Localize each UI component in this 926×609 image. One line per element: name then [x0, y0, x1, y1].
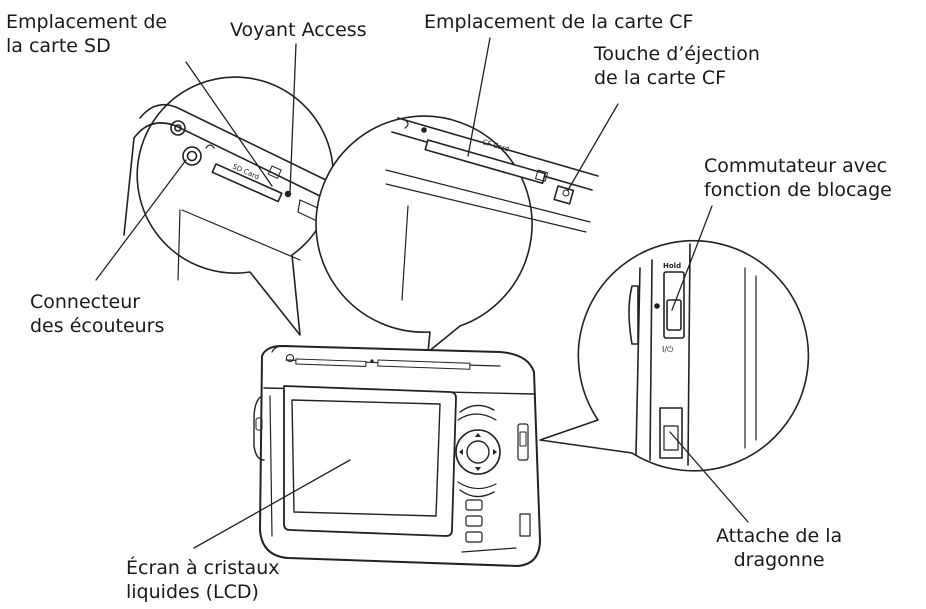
leader-headphone — [95, 159, 187, 281]
label-cf-slot: Emplacement de la carte CF — [424, 11, 694, 33]
hold-mark: Hold — [663, 262, 681, 270]
label-cf-eject-line1: Touche d’éjection — [594, 43, 760, 65]
access-led — [284, 190, 292, 198]
leader-lcd — [193, 459, 351, 549]
leader-lines — [95, 37, 749, 549]
label-strap-line2: dragonne — [733, 549, 825, 571]
power-mark: I/⏻ — [662, 345, 674, 354]
leader-strap — [669, 431, 749, 523]
side-switch — [517, 423, 529, 461]
leader-cf-slot — [467, 37, 491, 157]
headphone-jack — [170, 120, 186, 136]
label-lcd-line2: liquides (LCD) — [126, 581, 259, 603]
zoom-bubble-cf — [315, 115, 599, 353]
label-hold-switch-line2: fonction de blocage — [704, 179, 892, 201]
label-cf-eject-line2: de la carte CF — [594, 67, 727, 89]
label-sd-slot-line2: la carte SD — [6, 35, 111, 57]
label-hold-switch: Commutateur avec fonction de blocage — [704, 154, 892, 202]
cf-slot — [424, 139, 547, 185]
label-sd-slot: Emplacement de la carte SD — [6, 10, 167, 58]
label-lcd: Écran à cristaux liquides (LCD) — [126, 556, 279, 604]
lcd-bezel — [283, 385, 457, 537]
label-cf-eject: Touche d’éjection de la carte CF — [594, 42, 760, 90]
leader-cf-eject — [567, 103, 619, 191]
sd-slot — [211, 163, 283, 203]
lcd-screen — [291, 399, 441, 517]
label-lcd-line1: Écran à cristaux — [126, 557, 280, 579]
hold-switch-knob — [666, 299, 682, 331]
label-hold-switch-line1: Commutateur avec — [704, 155, 888, 177]
leader-hold-switch — [671, 205, 713, 311]
leader-access-light — [289, 43, 297, 193]
label-strap-line1: Attache de la — [716, 525, 843, 547]
sd-bubble-content — [123, 103, 341, 281]
label-sd-slot-line1: Emplacement de — [6, 11, 168, 33]
leader-sd-slot — [185, 61, 273, 187]
cf-bubble-content — [385, 117, 599, 301]
label-headphone: Connecteur des écouteurs — [30, 290, 164, 338]
control-pad — [455, 404, 501, 543]
label-access-light: Voyant Access — [230, 19, 367, 41]
device-body — [253, 345, 541, 567]
label-headphone-line1: Connecteur — [30, 291, 141, 313]
label-headphone-line2: des écouteurs — [30, 315, 165, 337]
label-strap: Attache de la dragonne — [716, 524, 842, 572]
